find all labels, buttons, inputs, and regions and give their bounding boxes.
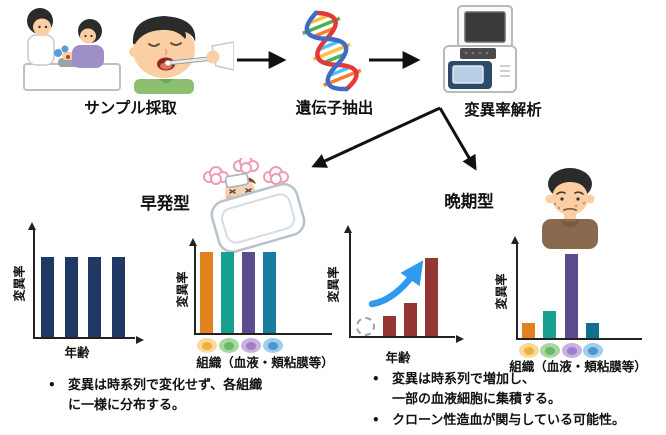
branch-split-arrows-icon bbox=[311, 106, 477, 171]
bar bbox=[111, 257, 125, 337]
bars bbox=[41, 257, 125, 337]
chart-late-tissue: 変異率 組織（血液・頬粘膜等） bbox=[494, 236, 666, 374]
y-axis-label: 変異率 bbox=[494, 273, 509, 310]
bar bbox=[242, 252, 255, 333]
tissue-markers bbox=[197, 338, 283, 353]
y-axis-label: 変異率 bbox=[326, 266, 341, 303]
plot-axes bbox=[189, 238, 332, 335]
step-label-analyze: 変異率解析 bbox=[464, 101, 542, 119]
bar bbox=[221, 252, 234, 333]
bar bbox=[585, 323, 599, 338]
bar bbox=[543, 311, 557, 338]
chart-early-tissue: 変異率 組織（血液・頬粘膜等） bbox=[176, 238, 340, 370]
tissue-dot-icon bbox=[561, 343, 582, 358]
x-axis-label: 年齢 bbox=[64, 345, 90, 360]
branch-label-late-onset: 晩期型 bbox=[444, 192, 494, 211]
bars bbox=[356, 258, 438, 336]
worried-man-illustration bbox=[542, 168, 598, 249]
plot-axes bbox=[28, 222, 144, 344]
tissue-dot-icon bbox=[263, 338, 283, 353]
bar bbox=[522, 323, 535, 338]
chart-early-age: 変異率 年齢 bbox=[6, 222, 156, 366]
tissue-markers bbox=[519, 343, 603, 358]
tissue-dot-icon bbox=[519, 343, 539, 358]
pcr-machine-icon bbox=[443, 5, 517, 93]
sick-baby-in-futon-illustration bbox=[203, 158, 306, 254]
late-onset-notes: 変異は時系列で増加し、 一部の血液細胞に集積する。クローン性造血が関与している可… bbox=[368, 370, 666, 433]
bar bbox=[425, 258, 438, 336]
tissue-dot-icon bbox=[540, 343, 561, 358]
bar bbox=[263, 252, 276, 333]
step-label-extract: 遺伝子抽出 bbox=[295, 99, 374, 117]
zero-marker-dashed-circle bbox=[356, 317, 375, 336]
bullet-item: 変異は時系列で増加し、 一部の血液細胞に集積する。 bbox=[368, 370, 666, 409]
bullet-item: クローン性造血が関与している可能性。 bbox=[368, 411, 666, 431]
chart-late-age: 変異率 年齢 bbox=[327, 225, 464, 365]
bar bbox=[64, 257, 78, 337]
bar bbox=[564, 254, 578, 338]
bar bbox=[200, 252, 213, 333]
flow-arrow-icon bbox=[237, 51, 287, 69]
branch-label-early-onset: 早発型 bbox=[140, 194, 190, 213]
x-axis-label: 組織（血液・頬粘膜等） bbox=[196, 355, 334, 370]
bar bbox=[41, 257, 54, 337]
blood-drop-icon bbox=[66, 55, 70, 59]
increase-arrow-icon bbox=[368, 260, 424, 308]
x-axis-label: 年齢 bbox=[385, 350, 411, 365]
dna-helix-icon bbox=[302, 10, 362, 92]
bar bbox=[88, 257, 101, 337]
plot-axes bbox=[511, 236, 642, 340]
blood-draw-and-cheek-swab-illustration bbox=[23, 8, 234, 94]
y-axis-label: 変異率 bbox=[175, 271, 190, 308]
step-label-sample: サンプル採取 bbox=[84, 99, 177, 117]
bullet-item: 変異は時系列で変化せず、各組織 に一様に分布する。 bbox=[44, 376, 274, 415]
bar bbox=[383, 316, 396, 336]
flow-arrow-icon bbox=[369, 51, 421, 69]
y-axis-label: 変異率 bbox=[12, 265, 27, 302]
tissue-dot-icon bbox=[582, 343, 603, 358]
plot-axes bbox=[344, 225, 464, 343]
tissue-dot-icon bbox=[219, 338, 239, 353]
tissue-dot-icon bbox=[197, 338, 217, 353]
bars bbox=[522, 254, 599, 338]
early-onset-notes: 変異は時系列で変化せず、各組織 に一様に分布する。 bbox=[44, 376, 274, 417]
bars bbox=[200, 252, 276, 333]
bar bbox=[404, 303, 417, 336]
tissue-dot-icon bbox=[241, 338, 261, 353]
